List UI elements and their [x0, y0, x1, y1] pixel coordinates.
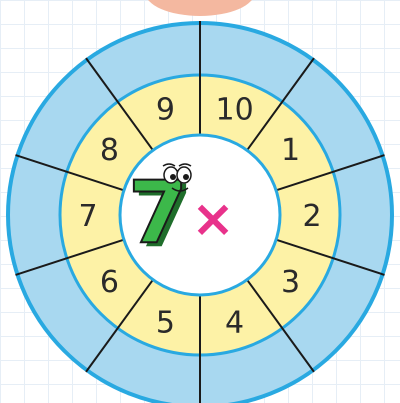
segment-number-7: 7 [78, 199, 97, 234]
segment-number-2: 2 [302, 199, 321, 234]
segment-number-10: 10 [216, 93, 254, 128]
multiply-operator: × [191, 189, 235, 249]
segment-number-4: 4 [225, 306, 244, 341]
segment-number-8: 8 [100, 133, 119, 168]
segment-number-6: 6 [100, 265, 119, 300]
segment-number-9: 9 [156, 93, 175, 128]
segment-number-3: 3 [281, 265, 300, 300]
top-tab [145, 0, 255, 16]
seven-character: 7 7 [128, 163, 193, 267]
segment-number-5: 5 [156, 306, 175, 341]
segment-number-1: 1 [281, 133, 300, 168]
